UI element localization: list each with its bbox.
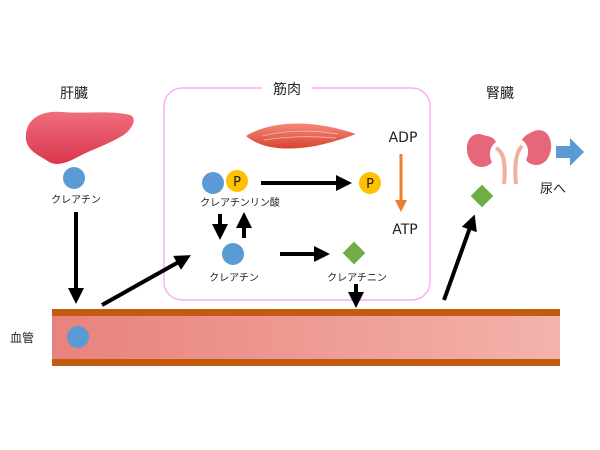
- phosphate-bound-label: P: [233, 175, 241, 190]
- arrow-blood-to-muscle: [101, 255, 191, 307]
- muscle-icon: [246, 123, 356, 149]
- urine-label: 尿へ: [540, 182, 566, 197]
- urine-arrow: [556, 138, 584, 166]
- creatinine-diamond: [342, 241, 366, 265]
- muscle-box: [163, 87, 431, 301]
- phosphate-free-label: P: [366, 177, 374, 192]
- blood-vessel: [52, 309, 560, 366]
- creatine-phosphate-label: クレアチンリン酸: [200, 196, 280, 209]
- kidney-icon: [466, 130, 552, 185]
- atp-label: ATP: [392, 222, 417, 238]
- creatinine-label: クレアチニン: [327, 272, 387, 284]
- liver-icon: [25, 111, 134, 164]
- creatinine-kidney-diamond: [470, 184, 494, 208]
- creatine-in-phosphate: [202, 172, 224, 194]
- creatine-in-blood: [67, 326, 89, 348]
- muscle-title: 筋肉: [273, 81, 301, 98]
- adp-label: ADP: [389, 130, 418, 146]
- flow-arrows: [68, 175, 477, 308]
- phosphate-bound: [226, 170, 248, 192]
- arrow-blood-to-kidney: [442, 214, 477, 301]
- blood-vessel-label: 血管: [10, 330, 34, 345]
- muscle-title-bg: [262, 78, 312, 98]
- creatine-muscle: [222, 243, 244, 265]
- creatine-liver: [63, 167, 85, 189]
- kidney-label: 腎臓: [486, 86, 514, 102]
- phosphate-free: [359, 172, 381, 194]
- creatine-muscle-label: クレアチン: [209, 272, 259, 284]
- creatine-liver-label: クレアチン: [51, 194, 101, 206]
- liver-label: 肝臓: [60, 86, 88, 102]
